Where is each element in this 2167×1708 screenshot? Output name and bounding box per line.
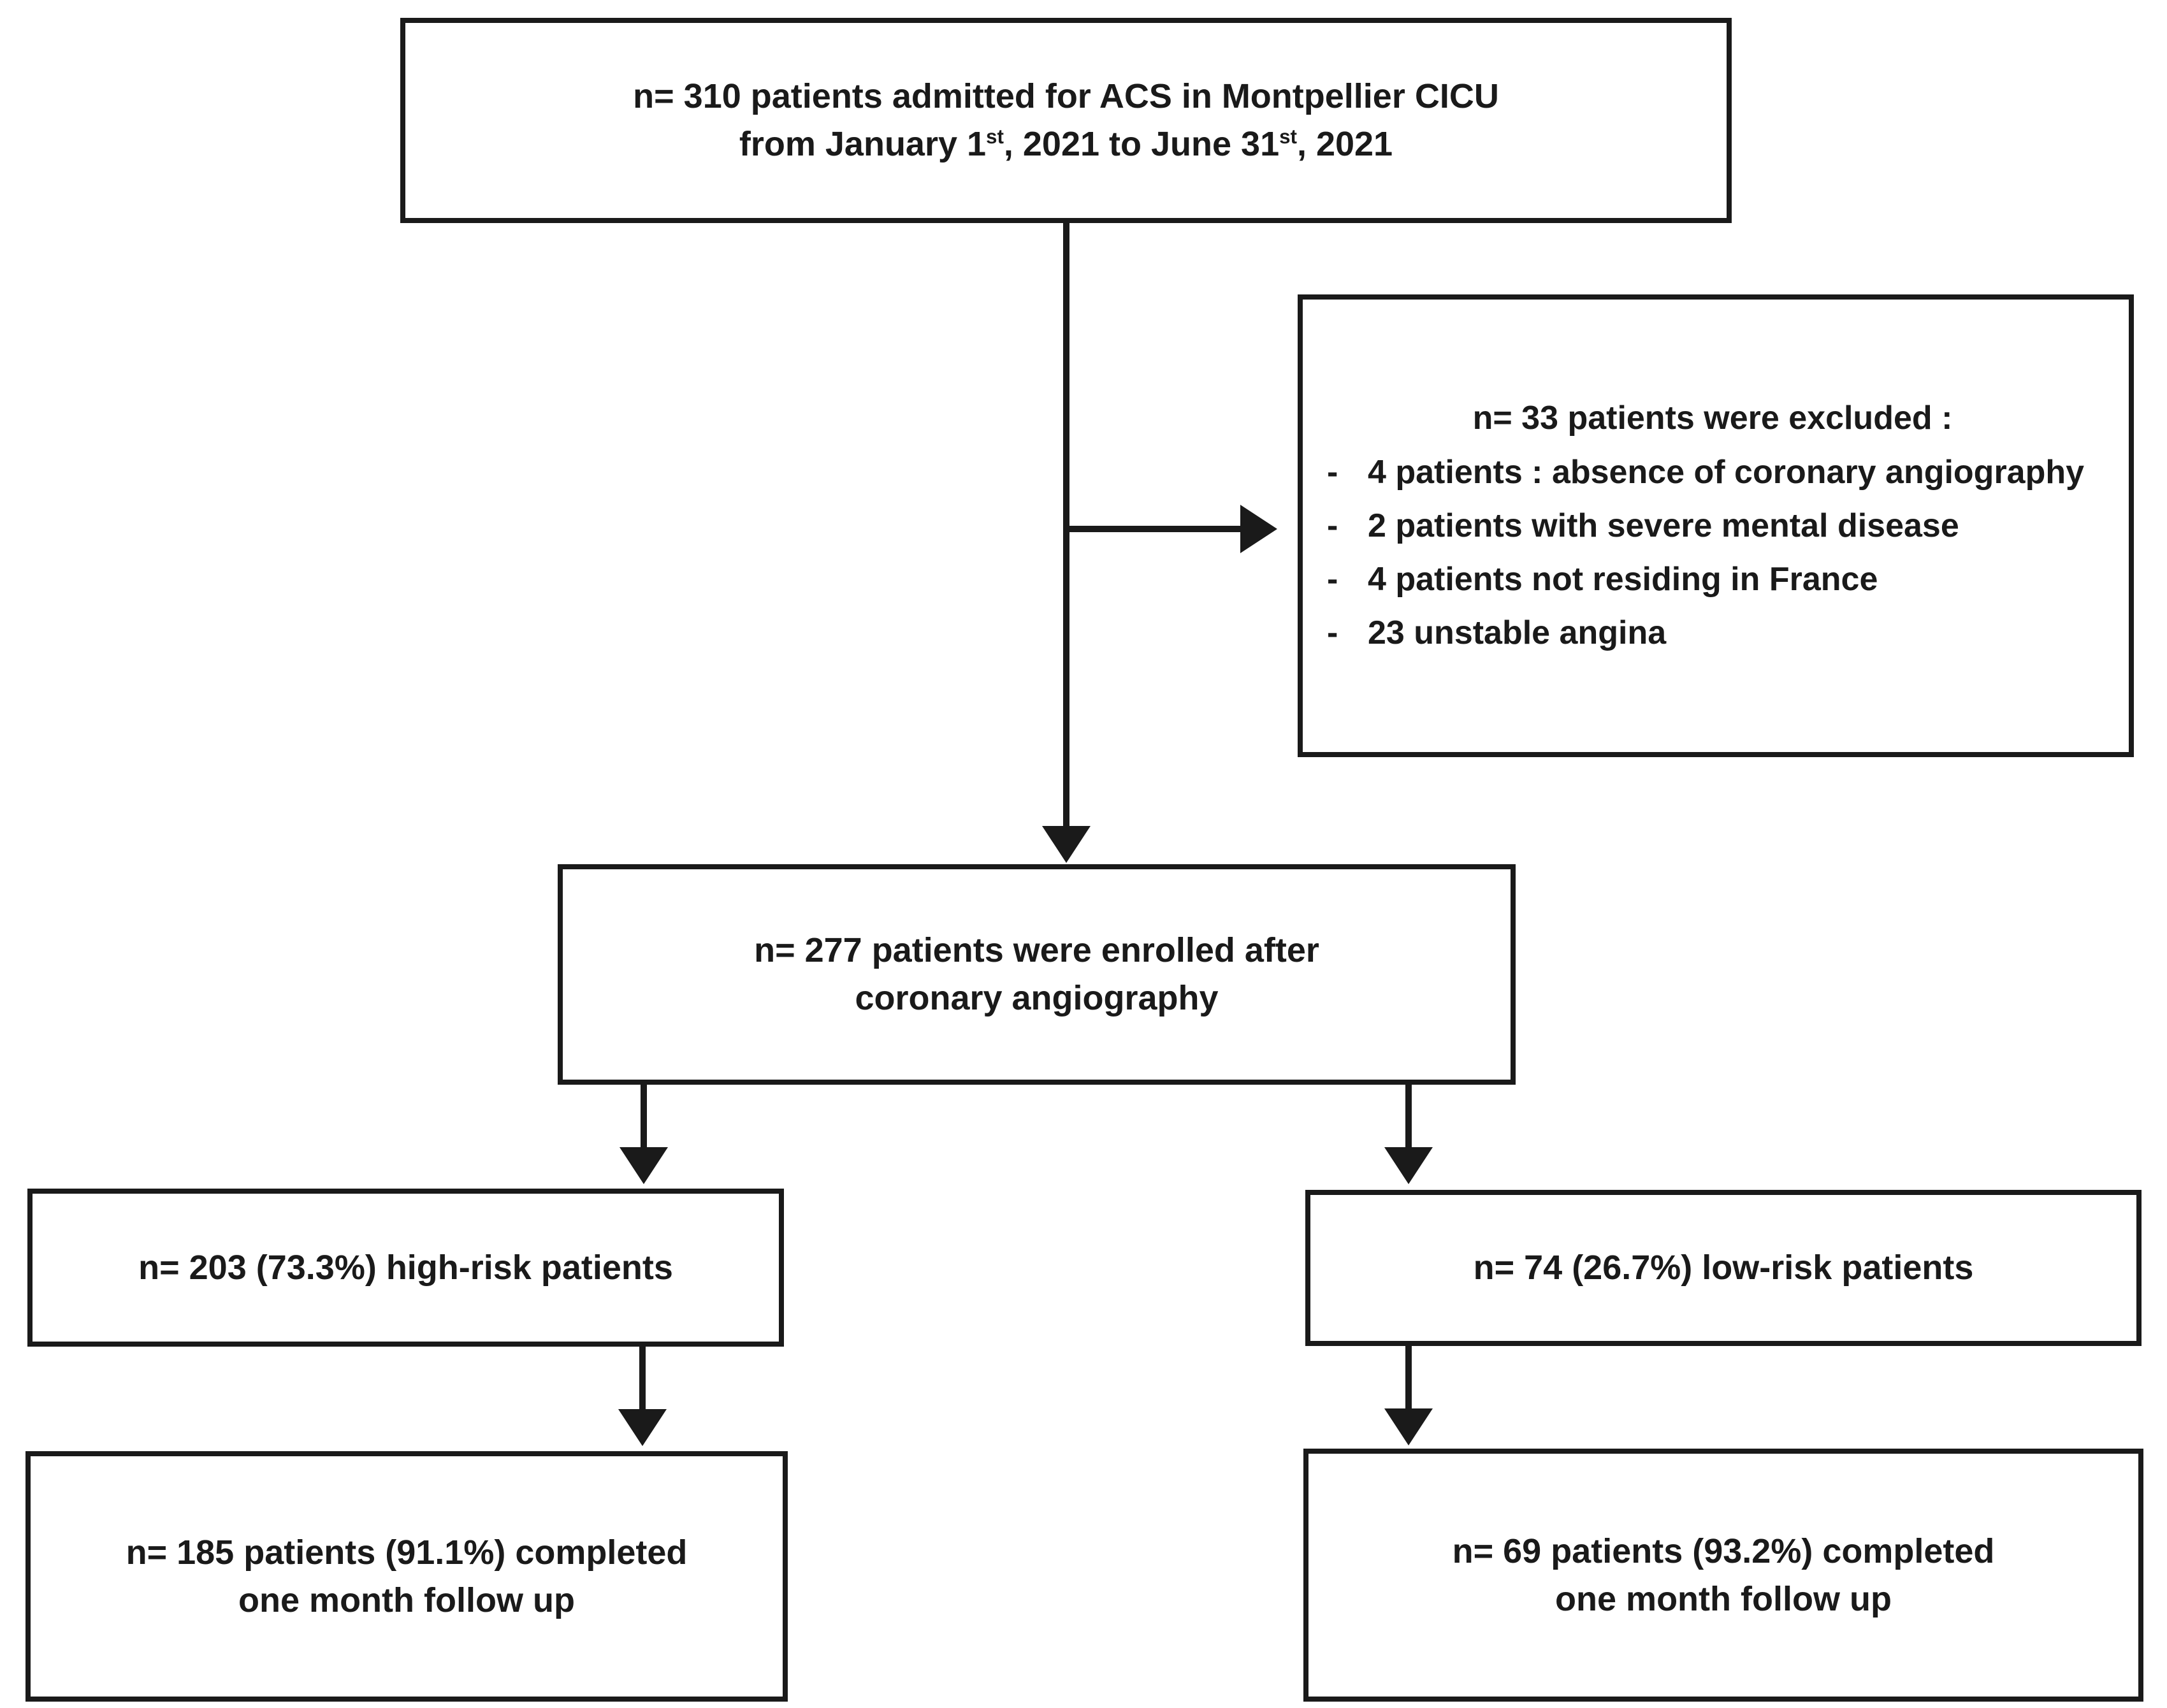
- superscript-st-1: st: [986, 126, 1004, 148]
- excluded-bullet-4-text: 23 unstable angina: [1368, 614, 1667, 652]
- bullet-dash: -: [1327, 561, 1338, 598]
- box-enrolled-patients: n= 277 patients were enrolled after coro…: [558, 864, 1516, 1085]
- enrolled-line1: n= 277 patients were enrolled after: [754, 931, 1319, 970]
- arrow-enrolled-to-low-risk-line: [1405, 1085, 1412, 1148]
- bullet-dash: -: [1327, 614, 1338, 652]
- arrow-high-risk-to-followup-line: [639, 1347, 646, 1410]
- high-risk-text: n= 203 (73.3%) high-risk patients: [138, 1248, 673, 1287]
- arrow-enrolled-to-high-risk-line: [641, 1085, 647, 1148]
- arrow-admitted-to-enrolled-head: [1042, 826, 1091, 863]
- low-risk-followup-line2: one month follow up: [1555, 1579, 1892, 1618]
- excluded-bullet-1-text: 4 patients : absence of coronary angiogr…: [1368, 453, 2085, 491]
- arrow-enrolled-to-high-risk-head: [620, 1147, 668, 1184]
- excluded-bullet-3-text: 4 patients not residing in France: [1368, 561, 1878, 598]
- box-high-risk-patients: n= 203 (73.3%) high-risk patients: [27, 1189, 784, 1347]
- excluded-title: n= 33 patients were excluded :: [1472, 400, 1953, 437]
- arrow-high-risk-to-followup-head: [618, 1409, 667, 1446]
- arrow-low-risk-to-followup-head: [1384, 1408, 1433, 1445]
- box-low-risk-followup: n= 69 patients (93.2%) completed one mon…: [1303, 1449, 2143, 1702]
- low-risk-followup-line1: n= 69 patients (93.2%) completed: [1452, 1531, 1995, 1570]
- box-admitted-patients: n= 310 patients admitted for ACS in Mont…: [400, 18, 1732, 223]
- admitted-line2-end: , 2021: [1296, 125, 1393, 163]
- excluded-bullet-1: - 4 patients : absence of coronary angio…: [1327, 445, 2098, 499]
- box-excluded-patients: n= 33 patients were excluded : - 4 patie…: [1298, 294, 2134, 757]
- high-risk-followup-line2: one month follow up: [238, 1581, 575, 1619]
- high-risk-followup-line1: n= 185 patients (91.1%) completed: [126, 1533, 688, 1572]
- admitted-line2-mid: , 2021 to June 31: [1003, 125, 1280, 163]
- box-high-risk-followup: n= 185 patients (91.1%) completed one mo…: [25, 1451, 788, 1702]
- arrow-low-risk-to-followup-line: [1405, 1346, 1412, 1410]
- bullet-dash: -: [1327, 453, 1338, 491]
- excluded-bullet-2-text: 2 patients with severe mental disease: [1368, 507, 1959, 544]
- low-risk-text: n= 74 (26.7%) low-risk patients: [1473, 1248, 1974, 1287]
- admitted-line2: from January 1st, 2021 to June 31st, 202…: [739, 120, 1393, 168]
- arrow-enrolled-to-low-risk-head: [1384, 1147, 1433, 1184]
- excluded-bullet-3: - 4 patients not residing in France: [1327, 553, 2098, 606]
- arrow-to-excluded-line: [1063, 526, 1243, 532]
- bullet-dash: -: [1327, 507, 1338, 544]
- admitted-line2-pre: from January 1: [739, 125, 987, 163]
- box-low-risk-patients: n= 74 (26.7%) low-risk patients: [1305, 1190, 2142, 1346]
- admitted-line1: n= 310 patients admitted for ACS in Mont…: [633, 77, 1499, 116]
- enrolled-line2: coronary angiography: [855, 979, 1219, 1017]
- excluded-bullet-2: - 2 patients with severe mental disease: [1327, 499, 2098, 553]
- arrow-to-excluded-head: [1240, 505, 1277, 553]
- superscript-st-2: st: [1279, 126, 1297, 148]
- excluded-bullet-4: - 23 unstable angina: [1327, 606, 2098, 660]
